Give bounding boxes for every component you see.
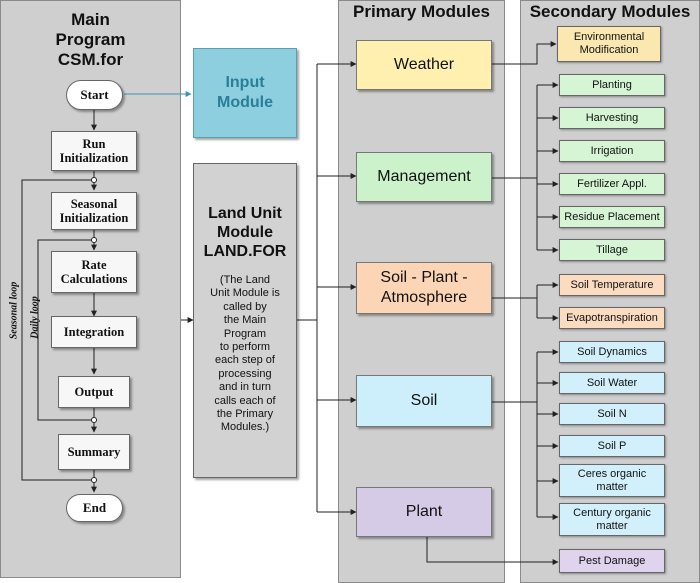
soil-module: Soil bbox=[356, 375, 492, 427]
weather-module: Weather bbox=[356, 40, 492, 90]
residue-placement-module: Residue Placement bbox=[559, 206, 665, 228]
pest-damage-module: Pest Damage bbox=[559, 549, 665, 573]
tillage-module: Tillage bbox=[559, 239, 665, 261]
main-program-title: Main Program CSM.for bbox=[55, 10, 126, 69]
soil-p-module: Soil P bbox=[559, 435, 665, 457]
primary-modules-title: Primary Modules bbox=[353, 2, 490, 21]
input-module-box: Input Module bbox=[193, 48, 297, 138]
summary-step: Summary bbox=[58, 434, 130, 470]
soil-plant-atmosphere-module: Soil - Plant - Atmosphere bbox=[356, 262, 492, 314]
land-unit-module-box: Land Unit Module LAND.FOR (The Land Unit… bbox=[193, 163, 297, 478]
soil-dynamics-module: Soil Dynamics bbox=[559, 341, 665, 363]
end-node: End bbox=[66, 494, 123, 522]
output-step: Output bbox=[58, 376, 130, 408]
plant-module: Plant bbox=[356, 487, 492, 537]
soil-water-module: Soil Water bbox=[559, 372, 665, 394]
soil-temperature-module: Soil Temperature bbox=[559, 274, 665, 296]
irrigation-module: Irrigation bbox=[559, 140, 665, 162]
harvesting-module: Harvesting bbox=[559, 107, 665, 129]
start-node: Start bbox=[66, 80, 123, 110]
secondary-modules-title: Secondary Modules bbox=[529, 2, 691, 21]
seasonal-loop-label: Seasonal loop bbox=[8, 281, 20, 340]
soil-n-module: Soil N bbox=[559, 403, 665, 425]
evapotranspiration-module: Evapotranspiration bbox=[559, 307, 665, 329]
planting-module: Planting bbox=[559, 74, 665, 96]
integration-step: Integration bbox=[51, 316, 137, 348]
ceres-organic-matter-module: Ceres organic matter bbox=[559, 464, 665, 497]
daily-loop-label: Daily loop bbox=[29, 296, 41, 339]
century-organic-matter-module: Century organic matter bbox=[559, 503, 665, 536]
rate-calculations-step: Rate Calculations bbox=[51, 251, 137, 293]
fertilizer-application-module: Fertilizer Appl. bbox=[559, 173, 665, 195]
land-unit-title: Land Unit Module LAND.FOR bbox=[203, 205, 287, 260]
management-module: Management bbox=[356, 152, 492, 202]
environmental-modification-module: Environmental Modification bbox=[557, 26, 661, 62]
land-unit-description: (The Land Unit Module is called by the M… bbox=[210, 274, 280, 434]
seasonal-initialization-step: Seasonal Initialization bbox=[51, 192, 137, 230]
run-initialization-step: Run Initialization bbox=[51, 131, 137, 171]
